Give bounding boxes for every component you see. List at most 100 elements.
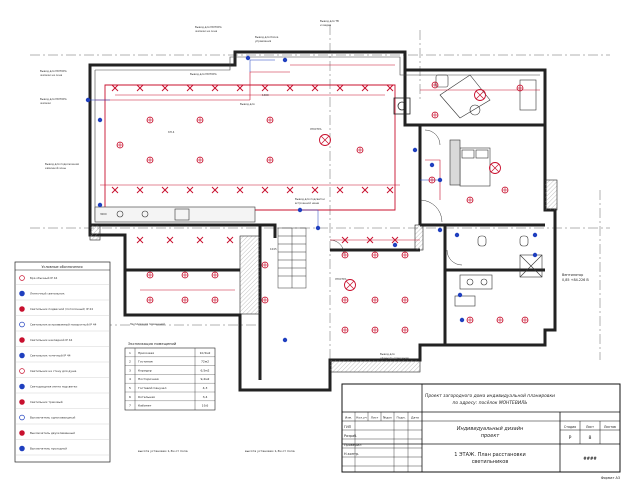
spot-light-icon <box>196 116 204 124</box>
stair <box>277 227 307 289</box>
design-line-1: Индивидуальный дизайн <box>457 426 524 432</box>
switch-icon <box>245 55 251 61</box>
spot-light-icon <box>371 326 379 334</box>
explication-name: Прихожая <box>138 351 154 355</box>
ceiling-light-icon <box>386 186 394 194</box>
pendant-light-icon <box>489 162 501 174</box>
explication-area: 4,3 <box>203 386 208 390</box>
ceiling-light-icon <box>166 236 174 244</box>
ceiling-light-icon <box>386 84 394 92</box>
legend-symbol-icon <box>19 337 25 343</box>
title-block-role: ГИП <box>344 425 352 429</box>
spot-light-icon <box>146 156 154 164</box>
spot-light-icon <box>261 296 269 304</box>
spot-light-icon <box>371 251 379 259</box>
spot-light-icon <box>501 186 509 194</box>
project-line-2: по адресу: посёлок МОНТЕВИЛЬ <box>453 400 528 406</box>
explication-area: 3,4 <box>203 395 208 399</box>
spot-light-icon <box>341 251 349 259</box>
project-line-1: Проект загородного дома индивидуальной п… <box>425 393 555 399</box>
mount-height-1: высота установки 1,3м от пола <box>138 449 188 453</box>
svg-text:Вывод для: Вывод для <box>380 352 395 356</box>
bathroom-fixtures <box>454 235 543 307</box>
explication-area: 19,6 <box>202 404 209 408</box>
ceiling-light-icon <box>136 236 144 244</box>
ceiling-light-icon <box>361 84 369 92</box>
office-furniture <box>435 74 537 119</box>
legend-symbol-icon <box>19 321 25 328</box>
switch-icon <box>97 202 103 208</box>
svg-text:Вывод для ТВ: Вывод для ТВ <box>320 19 339 23</box>
ceiling-light-icon <box>286 186 294 194</box>
sheet-number: 8 <box>589 435 592 441</box>
switch-icon <box>437 227 443 233</box>
svg-text:Вывод для блока: Вывод для блока <box>255 35 279 39</box>
wiring <box>95 64 540 291</box>
explication-title: Экспликация помещений <box>128 342 177 346</box>
switch-wiring <box>88 59 440 230</box>
mount-height-2: высота установки 1,3м от пола <box>245 449 295 453</box>
svg-text:Вывод для подсветки: Вывод для подсветки <box>295 197 325 201</box>
explication-name: Кабинет <box>138 404 152 408</box>
spot-light-icon <box>401 251 409 259</box>
title-block-right-header: Стадия <box>564 425 576 429</box>
svg-text:1045: 1045 <box>270 247 277 251</box>
svg-text:Вывод для подключения: Вывод для подключения <box>45 162 79 166</box>
spot-light-icon <box>431 81 439 89</box>
explication-area: 10,5м2 <box>200 351 211 355</box>
spot-light-icon <box>496 316 504 324</box>
switch-icon <box>532 252 538 258</box>
ventilation-note: Вентилятор 0,85 +84.226 В <box>562 273 589 282</box>
pendant-light-icon <box>474 89 486 101</box>
kitchen-counter <box>94 206 256 223</box>
spot-light-icon <box>341 326 349 334</box>
title-block-col-header: №док <box>383 416 392 420</box>
inner-wall-lines <box>94 56 540 221</box>
spot-light-icon <box>341 296 349 304</box>
explication-area: 6,5м2 <box>201 368 210 372</box>
legend-symbol-icon <box>19 275 25 281</box>
ceiling-light-icon <box>261 84 269 92</box>
spot-light-icon <box>116 141 124 149</box>
switch-icon <box>459 317 465 323</box>
ceiling-light-icon <box>111 186 119 194</box>
spot-light-icon <box>146 116 154 124</box>
explication-no: 3 <box>129 368 131 372</box>
legend-symbol-icon <box>19 399 25 405</box>
svg-text:встроенной ниши: встроенной ниши <box>295 201 320 205</box>
spot-light-icon <box>266 116 274 124</box>
ceiling-light-icon <box>186 186 194 194</box>
spot-light-icon <box>181 271 189 279</box>
title-block-right-header: Лист <box>586 425 594 429</box>
spot-light-icon <box>401 296 409 304</box>
spot-light-icon <box>261 261 269 269</box>
explication-no: 7 <box>129 404 131 408</box>
svg-text:Экспликация помещений: Экспликация помещений <box>130 322 165 326</box>
svg-text:Вывод для МОТОРА: Вывод для МОТОРА <box>40 69 67 73</box>
ceiling-light-icon <box>111 84 119 92</box>
switch-icon <box>85 97 91 103</box>
spot-light-icon <box>371 296 379 304</box>
spot-light-icon <box>266 156 274 164</box>
explication-no: 4 <box>129 377 131 381</box>
ceiling-light-icon <box>286 84 294 92</box>
spot-light-icon <box>146 271 154 279</box>
spot-light-icon <box>516 84 524 92</box>
ceiling-light-icon <box>236 186 244 194</box>
switch-icon <box>457 292 463 298</box>
svg-text:уличного освещения: уличного освещения <box>380 357 409 360</box>
explication-no: 5 <box>129 386 131 390</box>
ceiling-light-icon <box>136 84 144 92</box>
switch-icon <box>282 337 288 343</box>
ceiling-light-icon <box>161 84 169 92</box>
pendant-light-icon <box>344 279 356 291</box>
format-label: Формат А3 <box>601 476 620 480</box>
spot-light-icon <box>196 156 204 164</box>
legend-item-label: Бра обычный IP 44 <box>30 276 58 280</box>
ceiling-light-icon <box>211 186 219 194</box>
svg-text:и медиа: и медиа <box>320 24 332 27</box>
ceiling-light-icon <box>311 84 319 92</box>
spot-light-icon <box>466 316 474 324</box>
